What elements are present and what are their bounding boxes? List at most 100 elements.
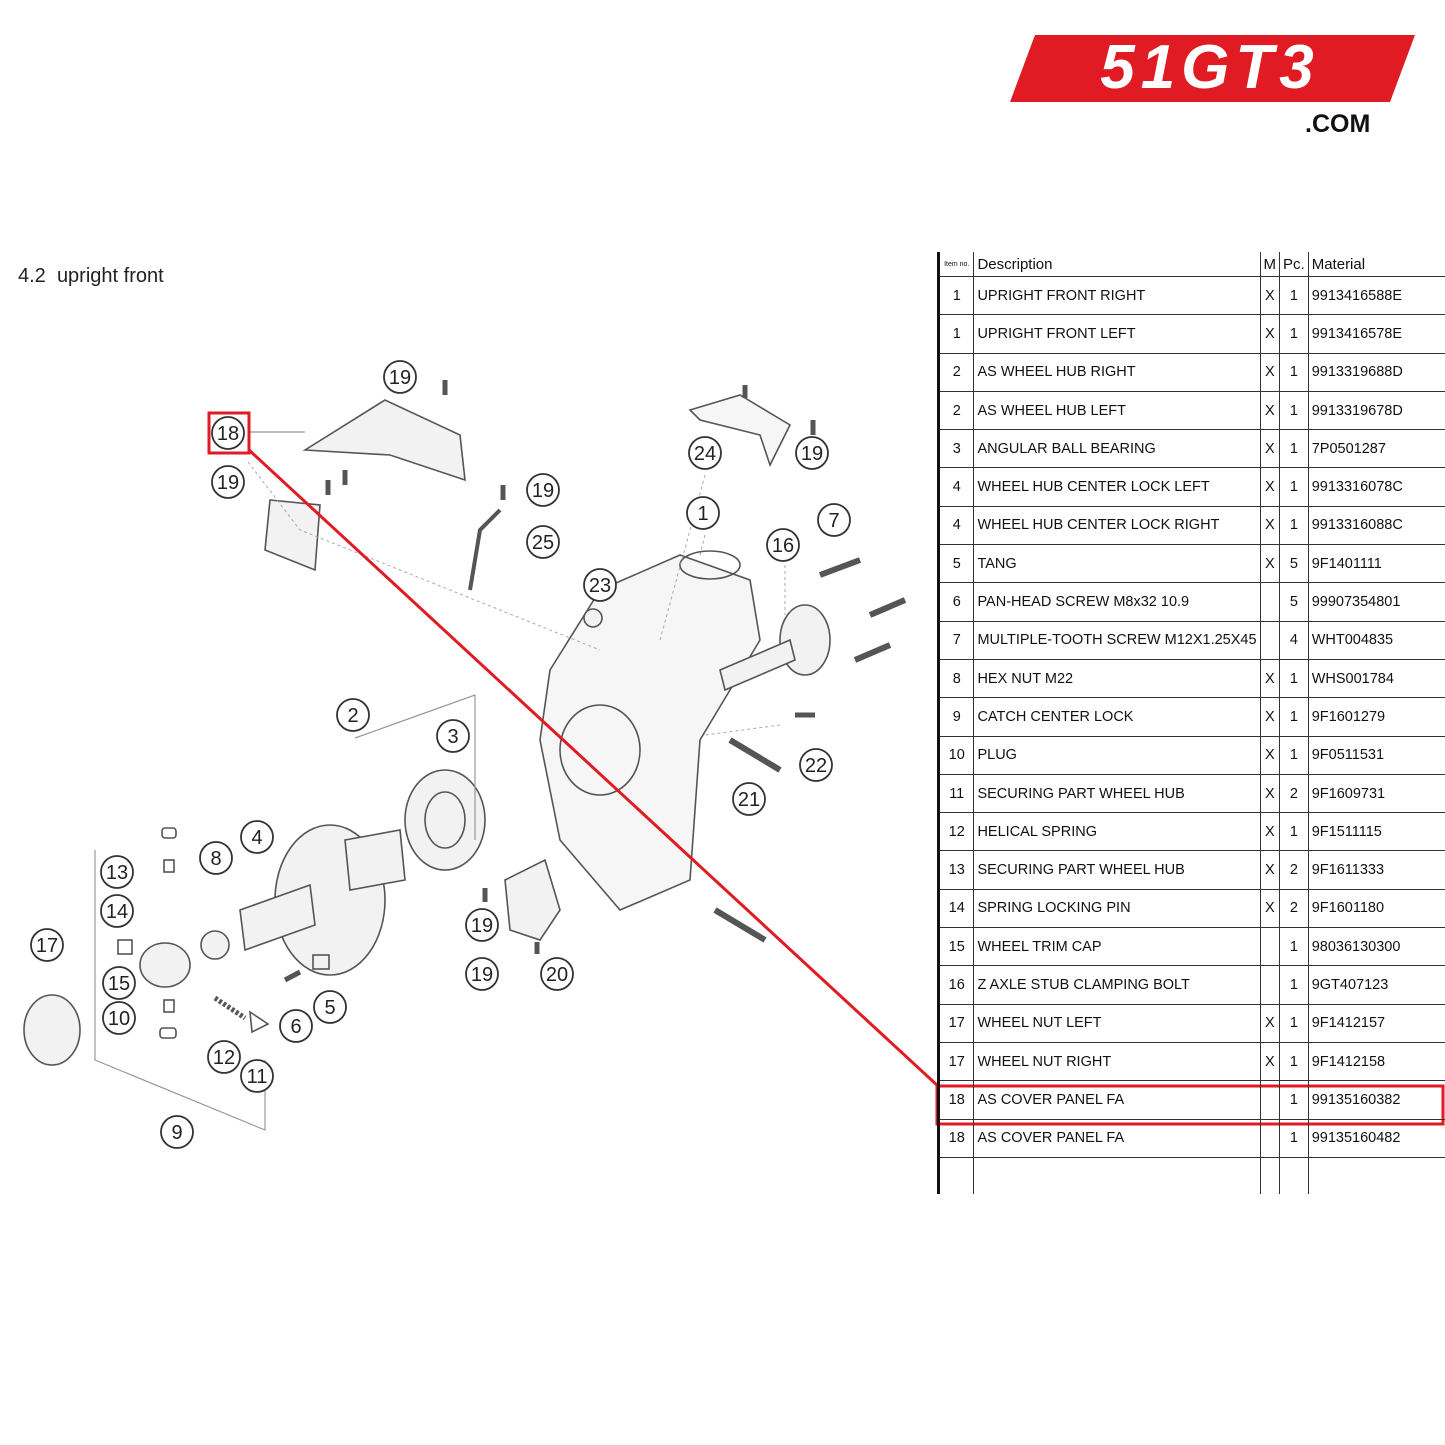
cell-pc: 1: [1279, 391, 1309, 431]
cell-item: 4: [936, 467, 975, 507]
cell-description: WHEEL HUB CENTER LOCK RIGHT: [973, 506, 1261, 546]
panel-part: [504, 858, 561, 941]
callout-label: 7: [828, 510, 839, 532]
callout-badge: 12: [207, 1040, 241, 1074]
spacer-cell: [1260, 1157, 1281, 1194]
cell-m: [1260, 621, 1281, 660]
bearing-part: [404, 769, 486, 871]
cell-material: 9913319688D: [1308, 353, 1445, 392]
cell-m: X: [1260, 850, 1281, 890]
callout-badge: 21: [732, 782, 766, 816]
cell-description: WHEEL NUT LEFT: [973, 1004, 1261, 1043]
cell-material: 98036130300: [1308, 927, 1445, 967]
header-material: Material: [1308, 252, 1445, 277]
parts-drawing: [23, 380, 907, 1066]
cell-description: SECURING PART WHEEL HUB: [973, 774, 1261, 814]
cell-material: 9913319678D: [1308, 391, 1445, 431]
cell-material: 9GT407123: [1308, 965, 1445, 1005]
hex-nut-part: [200, 930, 230, 960]
cell-m: X: [1260, 889, 1281, 929]
wheel-hub-spindle: [344, 829, 406, 891]
cell-item: 14: [936, 889, 975, 929]
cell-item: 7: [936, 621, 975, 660]
catch-part: [139, 942, 191, 988]
cell-item: 5: [936, 544, 975, 584]
callout-badge: 3: [436, 719, 470, 753]
locking-pin-part: [163, 859, 175, 873]
callout-label: 15: [108, 973, 130, 995]
cell-description: ANGULAR BALL BEARING: [973, 429, 1261, 469]
cell-m: X: [1260, 506, 1281, 546]
cell-m: X: [1260, 429, 1281, 469]
callout-label: 11: [247, 1066, 268, 1088]
cell-material: 7P0501287: [1308, 429, 1445, 469]
cell-item: 16: [936, 965, 975, 1005]
callout-badge: 19: [465, 957, 499, 991]
callout-label: 14: [106, 901, 128, 923]
spacer-cell: [936, 1157, 975, 1194]
cell-pc: 5: [1279, 544, 1309, 584]
cell-m: [1260, 1119, 1281, 1158]
cell-item: 4: [936, 506, 975, 546]
bolt-part: [818, 557, 862, 578]
callout-label: 19: [532, 480, 554, 502]
cell-pc: 1: [1279, 697, 1309, 737]
cell-pc: 1: [1279, 429, 1309, 469]
cell-item: 10: [936, 736, 975, 775]
cell-m: [1260, 927, 1281, 967]
callout-label: 3: [447, 726, 458, 748]
cell-material: 9F1601180: [1308, 889, 1445, 929]
cell-pc: 1: [1279, 353, 1309, 392]
callout-badge: 19: [211, 465, 245, 499]
cell-item: 9: [936, 697, 975, 737]
cell-m: X: [1260, 391, 1281, 431]
cell-material: 9913416578E: [1308, 314, 1445, 354]
cell-item: 13: [936, 850, 975, 890]
upright-part: [539, 554, 761, 911]
callout-badge: 6: [279, 1009, 313, 1043]
callout-label: 19: [389, 367, 411, 389]
header-m: M: [1260, 252, 1281, 277]
callout-label: 19: [801, 443, 823, 465]
nut-part: [583, 608, 603, 628]
callout-circle: [383, 360, 417, 394]
cell-description: SECURING PART WHEEL HUB: [973, 850, 1261, 890]
cell-material: 9F1401111: [1308, 544, 1445, 584]
cell-material: 9F1511115: [1308, 812, 1445, 852]
group-bracket-9: [94, 850, 266, 1131]
cell-pc: 5: [1279, 582, 1309, 622]
table-spacer-row: [936, 1157, 1445, 1194]
securing-part: [159, 1027, 177, 1039]
cell-m: [1260, 582, 1281, 622]
cover-panel-part: [302, 399, 466, 482]
cell-material: 9F1412158: [1308, 1042, 1445, 1082]
cell-item: 8: [936, 659, 975, 699]
callout-badge: 19: [465, 908, 499, 942]
callout-label: 17: [36, 935, 58, 957]
callout-badge: 23: [583, 568, 617, 602]
cell-item: 17: [936, 1042, 975, 1082]
cell-m: X: [1260, 774, 1281, 814]
cell-pc: 2: [1279, 774, 1309, 814]
cell-material: WHT004835: [1308, 621, 1445, 660]
spacer-cell: [973, 1157, 1261, 1194]
callout-badge: 9: [160, 1115, 194, 1149]
cell-m: X: [1260, 276, 1281, 316]
cell-description: PAN-HEAD SCREW M8x32 10.9: [973, 582, 1261, 622]
logo-text: 51GT3: [1100, 33, 1320, 102]
cell-item: 2: [936, 391, 975, 431]
callout-circle: [102, 966, 136, 1000]
cell-item: 6: [936, 582, 975, 622]
cell-item: 12: [936, 812, 975, 852]
callout-badge: 2: [336, 698, 370, 732]
callout-circle: [102, 1001, 136, 1035]
cell-material: 9F1609731: [1308, 774, 1445, 814]
cell-description: SPRING LOCKING PIN: [973, 889, 1261, 929]
leader-line: [704, 724, 781, 736]
